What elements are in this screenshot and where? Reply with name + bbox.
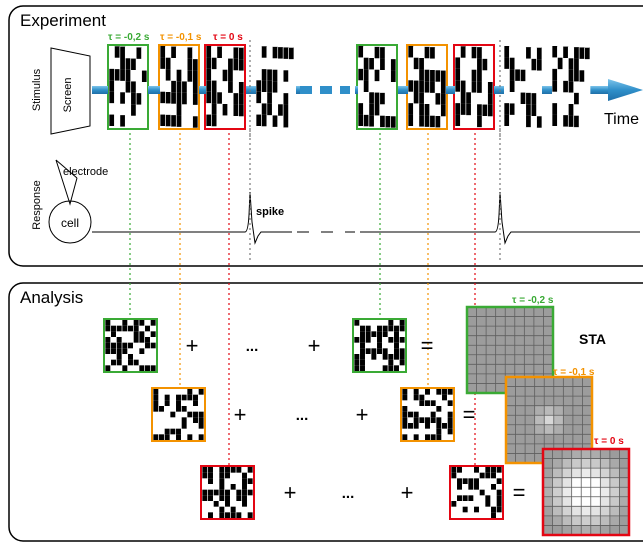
response-trace [92, 191, 292, 245]
sta-tau-label-green: τ = -0,2 s [512, 295, 554, 306]
tau-label-green: τ = -0,2 s [108, 32, 150, 43]
sta-grid-tau-0 [541, 447, 631, 537]
stim-frame-tau-0.2 [107, 44, 149, 130]
analysis-panel [8, 282, 643, 542]
connector-lines [129, 40, 501, 465]
plus-sign: + [186, 333, 199, 358]
stimulus-row-label: Stimulus [31, 68, 43, 111]
screen-label: Screen [62, 78, 74, 113]
sta-tau-label-red: τ = 0 s [594, 436, 624, 447]
stim-frame-after-3 [551, 46, 591, 128]
time-arrow-overlay [92, 86, 608, 94]
stim-frame-after-1 [255, 46, 295, 128]
analysis-frame-2-b [449, 465, 504, 520]
analysis-frame-1-a [151, 387, 206, 442]
plus-sign: + [401, 480, 414, 505]
cell-shape [48, 200, 92, 244]
plus-sign: + [234, 402, 247, 427]
time-label: Time [604, 111, 639, 128]
analysis-frame-0-b [352, 318, 407, 373]
analysis-frame-2-a [200, 465, 255, 520]
analysis-frame-1-b [400, 387, 455, 442]
response-trace-2 [360, 191, 640, 245]
electrode-shape [55, 159, 78, 206]
stim-frame-tau-0-b [453, 44, 495, 130]
analysis-rows: +... + = +... + = +... + = [103, 318, 526, 520]
cell-label: cell [61, 216, 79, 230]
screen-shape [50, 47, 91, 135]
electrode-label: electrode [63, 166, 108, 178]
sta-panels [465, 305, 631, 537]
spike-label: spike [256, 206, 284, 218]
sta-label: STA [579, 331, 606, 347]
stim-frame-tau-0.1 [158, 44, 200, 130]
electrode-tip [55, 159, 78, 179]
sta-tau-label-orange: τ = -0,1 s [553, 367, 595, 378]
stim-frame-after-2 [503, 46, 543, 128]
time-arrowhead [608, 79, 643, 101]
analysis-frame-0-a [103, 318, 158, 373]
ellipsis: ... [296, 407, 309, 424]
plus-sign: + [308, 333, 321, 358]
stim-frame-tau-0.1-b [406, 44, 448, 130]
experiment-panel [8, 5, 643, 267]
stim-frame-tau-0.2-b [356, 44, 398, 130]
experiment-title: Experiment [20, 11, 106, 30]
response-row-label: Response [31, 180, 43, 230]
stim-frame-tau-0 [204, 44, 246, 130]
analysis-title: Analysis [20, 288, 83, 307]
tau-label-red: τ = 0 s [213, 32, 243, 43]
plus-sign: + [356, 402, 369, 427]
equals-sign: = [421, 333, 434, 358]
equals-sign: = [463, 402, 476, 427]
equals-sign: = [513, 480, 526, 505]
ellipsis: ... [342, 485, 355, 502]
tau-label-orange: τ = -0,1 s [160, 32, 202, 43]
ellipsis: ... [246, 338, 259, 355]
plus-sign: + [284, 480, 297, 505]
